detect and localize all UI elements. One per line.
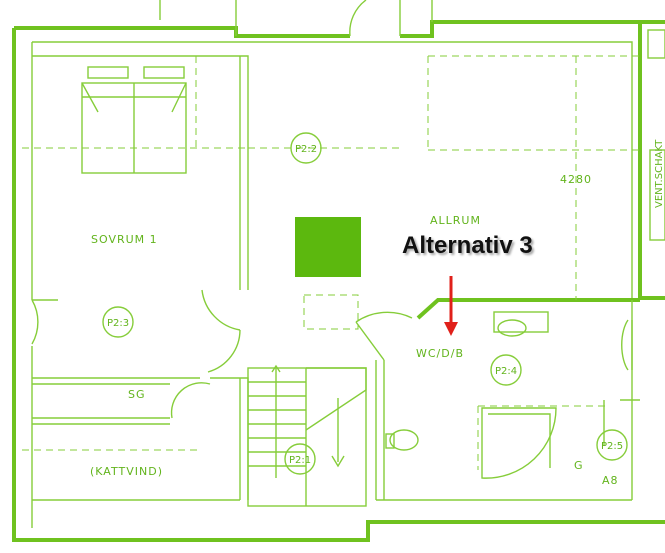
- room-label-allrum: ALLRUM: [430, 214, 481, 227]
- outer-walls: [12, 0, 665, 542]
- room-tag-p21: P2:1: [284, 443, 316, 475]
- fixture-letter: G: [574, 459, 584, 472]
- dimension-label: 4280: [560, 173, 592, 186]
- staircase: [247, 364, 367, 507]
- room-label-wc: WC/D/B: [416, 347, 464, 360]
- vent-shaft: VENT.SCHAKT: [649, 139, 665, 241]
- doors: [31, 0, 605, 446]
- svg-text:P2:1: P2:1: [289, 455, 311, 466]
- dashed-box: [303, 294, 359, 330]
- double-bed: [81, 66, 187, 174]
- sheet-marker: A8: [602, 474, 619, 487]
- bathroom-fixtures: [385, 311, 633, 479]
- interior-walls: [31, 41, 640, 528]
- svg-text:P2:4: P2:4: [495, 366, 517, 377]
- svg-text:P2:3: P2:3: [107, 318, 129, 329]
- svg-text:P2:2: P2:2: [295, 144, 317, 155]
- shaft-fill: [295, 217, 361, 277]
- dashed-grid: [22, 55, 640, 470]
- room-tag-p22: P2:2: [290, 132, 322, 164]
- room-tag-p25: P2:5: [596, 429, 628, 461]
- annotation-label: Alternativ 3: [402, 232, 533, 259]
- room-tag-p24: P2:4: [490, 354, 522, 386]
- room-label-sg: SG: [128, 388, 146, 401]
- room-label-kattvind: (KATTVIND): [90, 465, 163, 478]
- right-edge-box: [647, 29, 665, 59]
- red-arrow: [444, 276, 458, 336]
- room-tag-p23: P2:3: [102, 306, 134, 338]
- vent-label: VENT.SCHAKT: [654, 139, 665, 208]
- room-label-sovrum: SOVRUM 1: [91, 233, 158, 246]
- svg-text:P2:5: P2:5: [601, 441, 623, 452]
